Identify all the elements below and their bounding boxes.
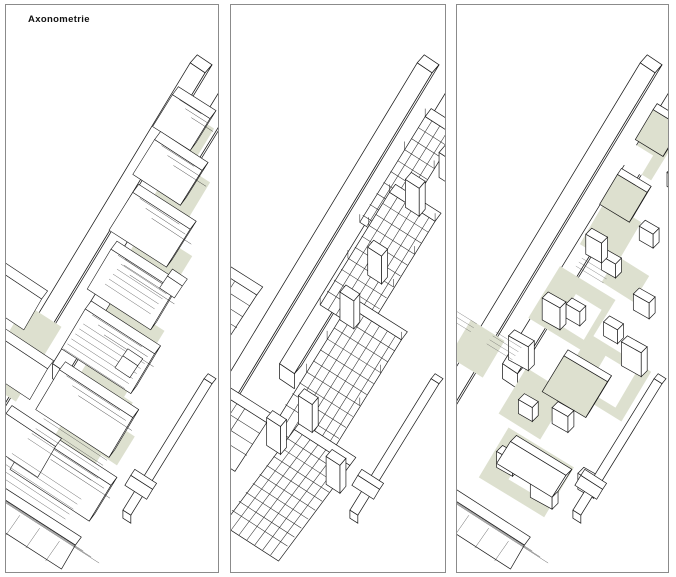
panel-3-drawing: [457, 54, 668, 570]
stair-tower-volumes: [266, 145, 445, 495]
page-title: Axonometrie: [28, 14, 90, 25]
axonometric-panel-1[interactable]: Axonometrie: [5, 4, 219, 573]
perimeter-bar-main: [457, 54, 663, 405]
detached-bar-stub: [574, 468, 608, 500]
facade-hatch-bands: [6, 258, 171, 520]
panel-2-drawing: [231, 54, 445, 562]
detached-bar: [122, 373, 217, 524]
panel-1-drawing: [6, 54, 218, 570]
detached-bar-stub: [351, 468, 385, 500]
flat-roof-slab: [541, 103, 668, 419]
l-shaped-wall: [507, 227, 648, 511]
facade-hatch-bands: [457, 257, 610, 360]
mat-field-d: [231, 421, 357, 562]
connector-stubs: [114, 268, 188, 379]
perimeter-bar-main: [231, 54, 440, 410]
courtyard-wall-ring: [496, 435, 573, 498]
detached-bar-stub: [124, 468, 158, 500]
mat-housing-wireframe: [231, 108, 445, 562]
linear-slab-rows: [6, 86, 217, 570]
mat-strip-left: [231, 266, 274, 472]
grid-mesh-block: [6, 488, 100, 570]
axonometric-panel-2[interactable]: [230, 4, 446, 573]
grid-mesh-block: [457, 489, 549, 570]
axonometric-panel-3[interactable]: [456, 4, 669, 573]
